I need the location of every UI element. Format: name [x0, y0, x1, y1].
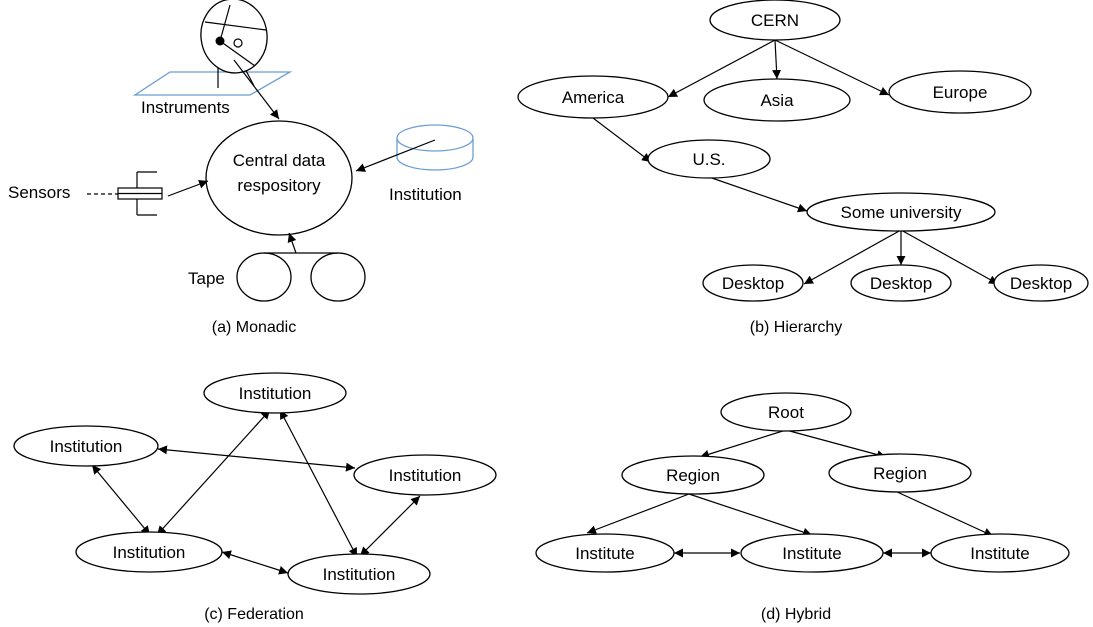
hierarchy-label-desktop-1: Desktop [722, 274, 784, 293]
panel-hybrid: Root Region Region Institute Institute I… [535, 392, 1070, 623]
caption-hybrid: (d) Hybrid [761, 606, 831, 623]
central-repository-node [205, 120, 353, 236]
tape-reels-icon [236, 252, 366, 302]
tape-label: Tape [188, 269, 225, 288]
hierarchy-node-university [806, 192, 996, 232]
hybrid-label-institute-right: Institute [970, 544, 1030, 563]
federation-node-bottom-left [75, 531, 223, 573]
hierarchy-label-us: U.S. [692, 150, 725, 169]
institution-label: Institution [389, 185, 462, 204]
panel-monadic: Instruments Central data respository Ins… [8, 0, 474, 336]
sensors-label: Sensors [8, 183, 70, 202]
federation-label-top: Institution [239, 384, 312, 403]
hybrid-node-institute-right [930, 533, 1070, 573]
hybrid-node-root [720, 392, 852, 432]
hierarchy-node-america [517, 75, 669, 119]
hierarchy-label-cern: CERN [751, 11, 799, 30]
hierarchy-node-desktop-2 [850, 264, 952, 302]
federation-label-left: Institution [50, 437, 123, 456]
satellite-dish-icon [200, 0, 268, 74]
hierarchy-node-europe [888, 70, 1032, 114]
hierarchy-node-asia [703, 78, 851, 122]
hierarchy-node-desktop-1 [702, 264, 804, 302]
hierarchy-label-america: America [562, 88, 625, 107]
panel-hierarchy: CERN America Asia Europe U.S. Some unive… [517, 0, 1089, 336]
caption-hierarchy: (b) Hierarchy [750, 319, 842, 336]
hierarchy-label-university: Some university [841, 203, 962, 222]
central-repository-label-2: respository [237, 176, 321, 195]
caption-monadic: (a) Monadic [212, 319, 296, 336]
hybrid-node-region-left [621, 455, 765, 495]
hierarchy-label-asia: Asia [760, 91, 794, 110]
federation-label-bottom-right: Institution [323, 565, 396, 584]
hybrid-label-region-left: Region [666, 466, 720, 485]
instruments-label: Instruments [141, 98, 230, 117]
hierarchy-node-cern [709, 0, 841, 41]
hierarchy-label-desktop-2: Desktop [870, 274, 932, 293]
hybrid-label-root: Root [768, 403, 804, 422]
instrument-platform [132, 71, 293, 96]
hybrid-label-institute-middle: Institute [782, 544, 842, 563]
hybrid-label-institute-left: Institute [575, 544, 635, 563]
central-repository-label-1: Central data [233, 151, 326, 170]
institution-database-icon [396, 124, 474, 171]
federation-node-left [13, 425, 159, 467]
federation-label-bottom-left: Institution [113, 543, 186, 562]
federation-label-right: Institution [389, 466, 462, 485]
hybrid-node-region-right [828, 453, 972, 493]
hierarchy-node-desktop-3 [993, 264, 1089, 302]
hierarchy-node-us [647, 139, 771, 179]
hierarchy-label-desktop-3: Desktop [1010, 274, 1072, 293]
federation-node-bottom-right [287, 553, 431, 595]
caption-federation: (c) Federation [204, 606, 304, 623]
hierarchy-label-europe: Europe [933, 83, 988, 102]
hybrid-node-institute-middle [740, 533, 884, 573]
hybrid-label-region-right: Region [873, 464, 927, 483]
panel-federation: Institution Institution Institution Inst… [13, 372, 497, 623]
federation-node-top [203, 372, 347, 414]
hybrid-node-institute-left [535, 533, 675, 573]
sensor-icon [117, 171, 163, 216]
federation-node-right [353, 454, 497, 496]
